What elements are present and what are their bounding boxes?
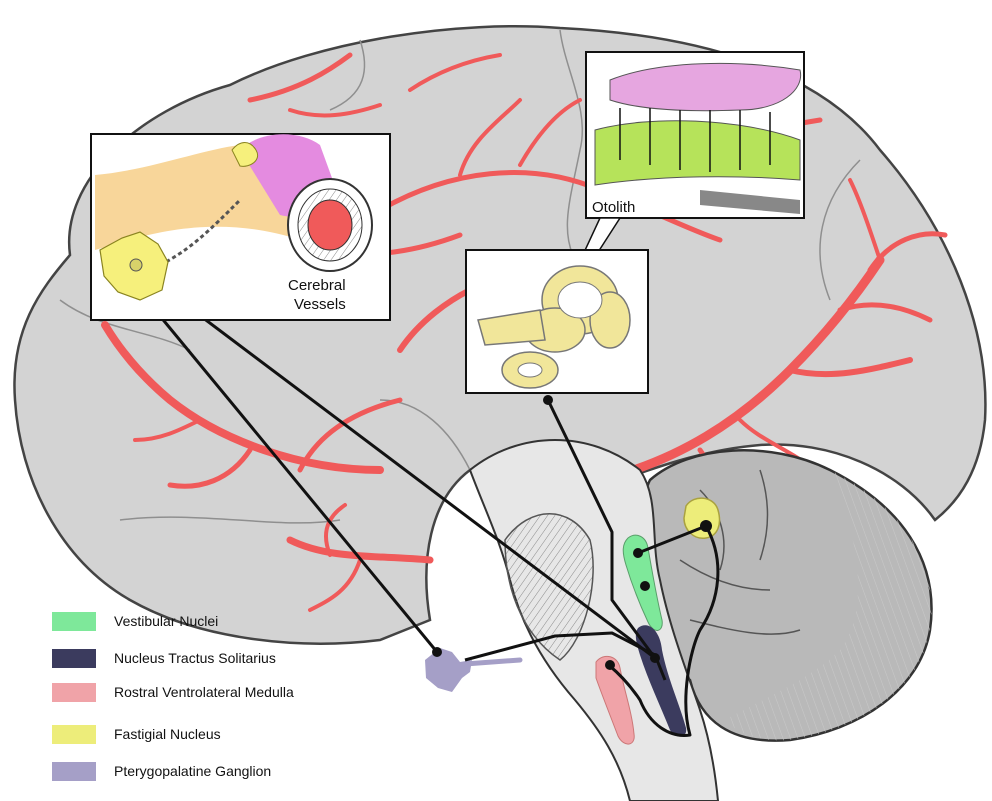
otolith-label: Otolith [592, 199, 635, 216]
legend-swatch [52, 612, 96, 631]
legend-item-nucleus-tractus-solitarius: Nucleus Tractus Solitarius [52, 647, 276, 669]
legend-swatch [52, 762, 96, 781]
legend-swatch [52, 725, 96, 744]
legend-label: Nucleus Tractus Solitarius [114, 650, 276, 666]
legend-swatch [52, 683, 96, 702]
inner-ear-inset [466, 250, 648, 393]
cerebral-vessels-inset: Cerebral Vessels [91, 134, 390, 320]
legend-item-rostral-ventrolateral-medulla: Rostral Ventrolateral Medulla [52, 681, 294, 703]
legend-label: Pterygopalatine Ganglion [114, 763, 271, 779]
legend-label: Rostral Ventrolateral Medulla [114, 684, 294, 700]
legend-label: Vestibular Nuclei [114, 613, 218, 629]
legend-swatch [52, 649, 96, 668]
legend-item-fastigial-nucleus: Fastigial Nucleus [52, 723, 221, 745]
legend-item-pterygopalatine-ganglion: Pterygopalatine Ganglion [52, 760, 271, 782]
legend-label: Fastigial Nucleus [114, 726, 221, 742]
legend-item-vestibular-nuclei: Vestibular Nuclei [52, 610, 218, 632]
